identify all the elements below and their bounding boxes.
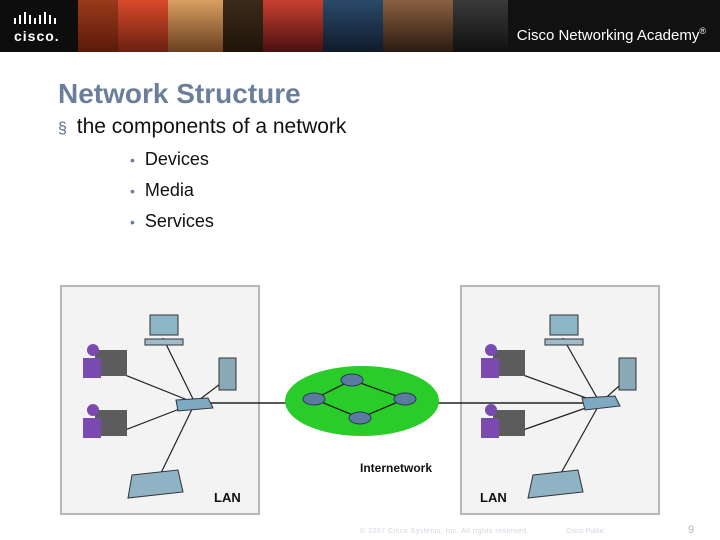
user-workstation-icon [83, 344, 127, 378]
bullet-item: •Media [130, 180, 194, 200]
subtitle-text: the components of a network [76, 115, 347, 138]
cisco-wordmark: cisco. [14, 28, 60, 44]
internetwork-cloud [285, 366, 439, 436]
server-icon [618, 357, 637, 391]
copyright-notice: © 2007 Cisco Systems, Inc. All rights re… [360, 528, 530, 535]
lan-left-label: LAN [214, 490, 241, 505]
lan-right-label: LAN [480, 490, 507, 505]
router-icon [302, 373, 417, 425]
user-workstation-icon [83, 404, 127, 438]
page-number: 9 [688, 524, 695, 536]
ip-phone-icon [527, 469, 584, 499]
section-marker: § [58, 120, 67, 137]
cisco-bars-icon [14, 12, 56, 24]
bullet-item: •Services [130, 211, 214, 231]
bullet-list: •Devices •Media •Services [130, 147, 214, 240]
switch-icon [175, 397, 214, 412]
server-icon [218, 357, 237, 391]
ip-phone-icon [127, 469, 184, 499]
switch-icon [581, 395, 621, 411]
slide-title: Network Structure [58, 78, 301, 109]
banner-photo-strip [78, 0, 508, 52]
academy-title: Cisco Networking Academy® [516, 26, 706, 44]
bullet-item: •Devices [130, 149, 209, 169]
network-diagram: LAN LAN Internetwork [60, 285, 660, 515]
classification-label: Cisco Public [566, 528, 605, 535]
desktop-computer-icon [144, 314, 184, 346]
top-banner: cisco. Cisco Networking Academy® [0, 0, 720, 52]
slide-subtitle: § the components of a network [58, 115, 346, 139]
desktop-computer-icon [544, 314, 584, 346]
internetwork-label: Internetwork [360, 461, 432, 475]
cisco-logo: cisco. [0, 0, 78, 52]
user-workstation-icon [481, 404, 525, 438]
user-workstation-icon [481, 344, 525, 378]
